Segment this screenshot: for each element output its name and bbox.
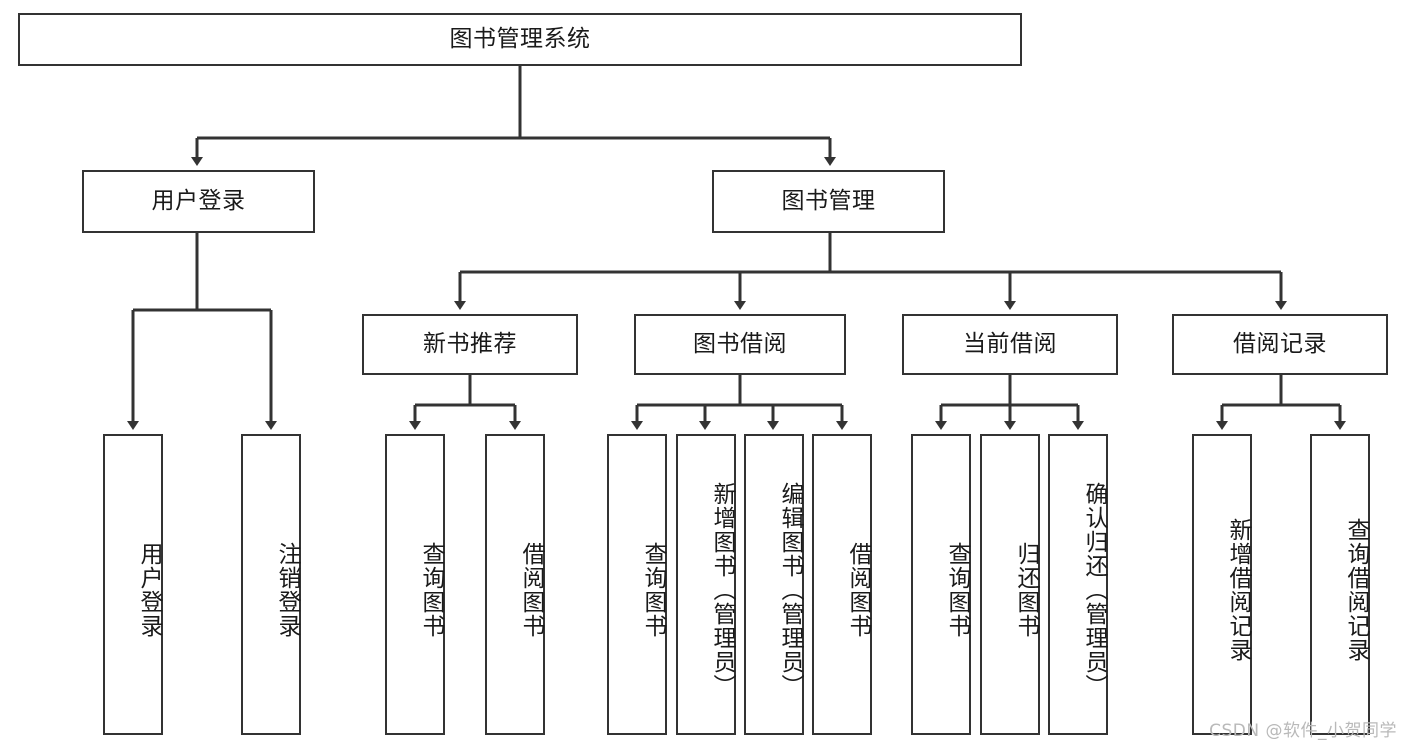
node-leaf-add-book[interactable]: 新增图书（管理员） — [676, 434, 736, 735]
node-book-management[interactable]: 图书管理 — [712, 170, 945, 233]
node-leaf-borrow-book-1[interactable]: 借阅图书 — [485, 434, 545, 735]
node-leaf-confirm-return-label: 确认归还（管理员） — [1081, 481, 1107, 698]
node-leaf-query-book-2[interactable]: 查询图书 — [607, 434, 667, 735]
node-user-login-label: 用户登录 — [151, 187, 246, 214]
node-book-borrow[interactable]: 图书借阅 — [634, 314, 846, 375]
node-leaf-query-record-label: 查询借阅记录 — [1343, 517, 1369, 662]
node-leaf-logout[interactable]: 注销登录 — [241, 434, 301, 735]
node-leaf-user-login[interactable]: 用户登录 — [103, 434, 163, 735]
node-leaf-confirm-return[interactable]: 确认归还（管理员） — [1048, 434, 1108, 735]
node-root-label: 图书管理系统 — [449, 25, 591, 52]
node-book-borrow-label: 图书借阅 — [693, 330, 787, 357]
node-current-borrow-label: 当前借阅 — [963, 330, 1057, 357]
node-leaf-borrow-book-1-label: 借阅图书 — [518, 541, 544, 638]
node-leaf-add-record-label: 新增借阅记录 — [1225, 517, 1251, 662]
node-leaf-query-book-1[interactable]: 查询图书 — [385, 434, 445, 735]
node-book-management-label: 图书管理 — [781, 187, 876, 214]
node-leaf-query-book-2-label: 查询图书 — [640, 541, 666, 638]
node-leaf-return-book[interactable]: 归还图书 — [980, 434, 1040, 735]
node-leaf-user-login-label: 用户登录 — [136, 541, 162, 638]
node-leaf-query-book-1-label: 查询图书 — [418, 541, 444, 638]
node-leaf-borrow-book-2-label: 借阅图书 — [845, 541, 871, 638]
node-leaf-borrow-book-2[interactable]: 借阅图书 — [812, 434, 872, 735]
node-leaf-edit-book-label: 编辑图书（管理员） — [777, 481, 803, 698]
node-new-book-recommend[interactable]: 新书推荐 — [362, 314, 578, 375]
node-new-book-recommend-label: 新书推荐 — [423, 330, 517, 357]
node-root[interactable]: 图书管理系统 — [18, 13, 1022, 66]
csdn-watermark: CSDN @软件_小贺同学 — [1209, 721, 1397, 741]
node-leaf-logout-label: 注销登录 — [274, 541, 300, 638]
node-leaf-add-book-label: 新增图书（管理员） — [709, 481, 735, 698]
node-borrow-record-label: 借阅记录 — [1233, 330, 1327, 357]
node-leaf-query-book-3[interactable]: 查询图书 — [911, 434, 971, 735]
node-current-borrow[interactable]: 当前借阅 — [902, 314, 1118, 375]
node-user-login[interactable]: 用户登录 — [82, 170, 315, 233]
node-leaf-query-record[interactable]: 查询借阅记录 — [1310, 434, 1370, 735]
node-borrow-record[interactable]: 借阅记录 — [1172, 314, 1388, 375]
node-leaf-return-book-label: 归还图书 — [1013, 541, 1039, 638]
node-leaf-edit-book[interactable]: 编辑图书（管理员） — [744, 434, 804, 735]
node-leaf-add-record[interactable]: 新增借阅记录 — [1192, 434, 1252, 735]
node-leaf-query-book-3-label: 查询图书 — [944, 541, 970, 638]
